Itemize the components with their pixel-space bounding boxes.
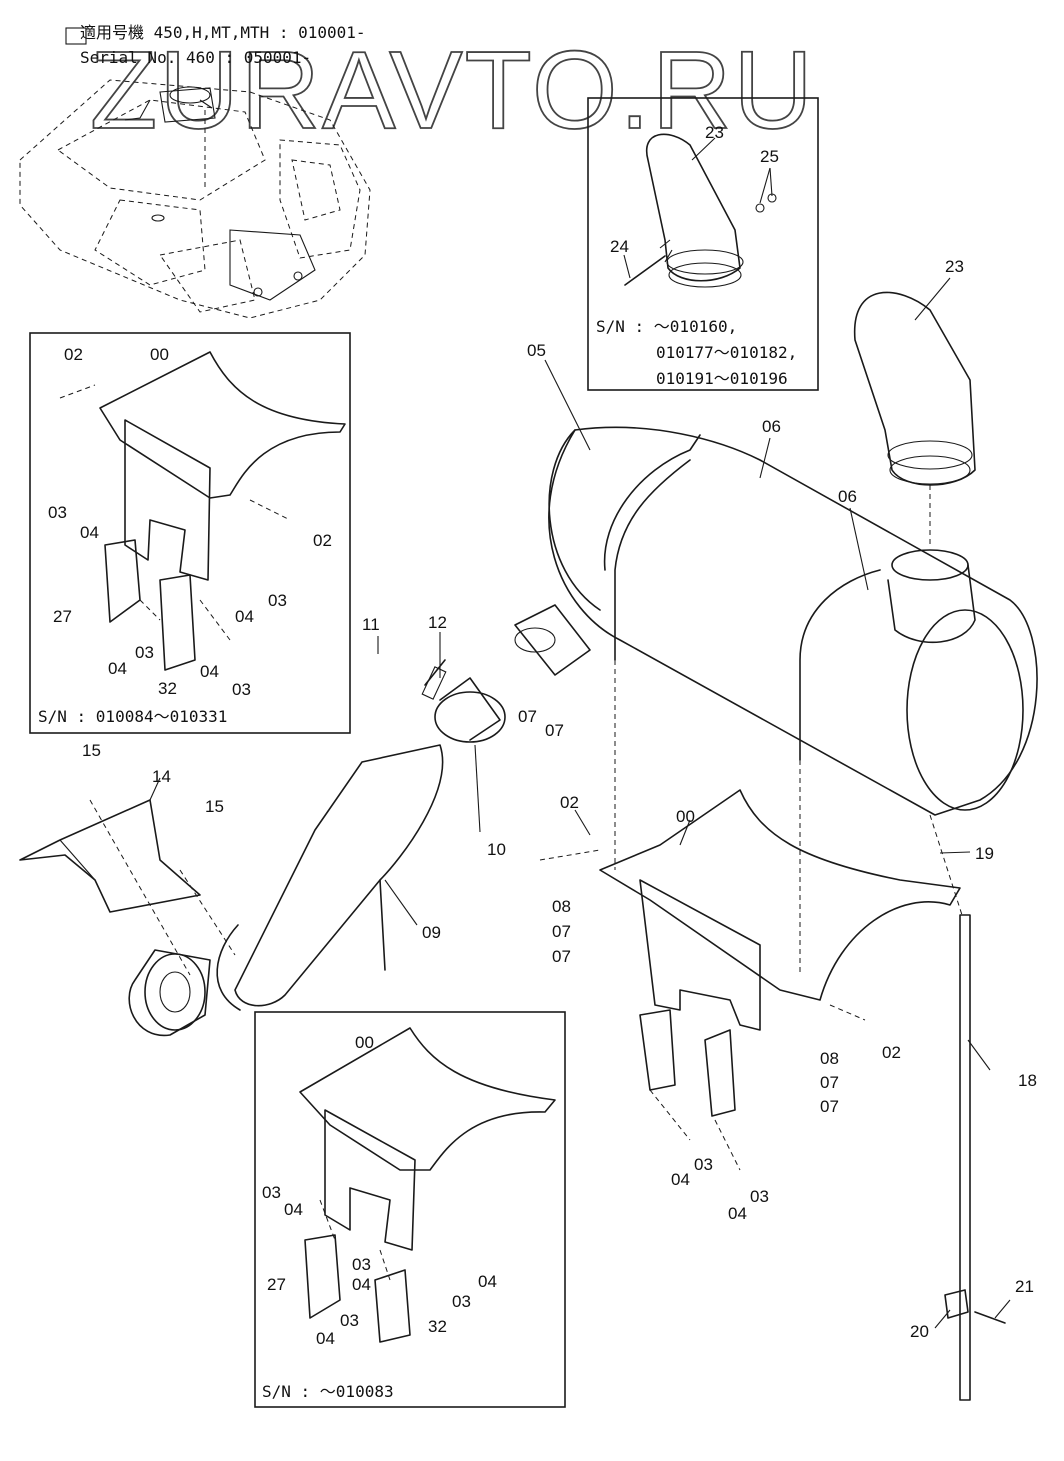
part-label: 27: [267, 1275, 286, 1294]
part-label: 04: [235, 607, 254, 626]
part-label: 04: [80, 523, 99, 542]
variant-box-top-right: [587, 97, 819, 391]
part-label: 04: [316, 1329, 335, 1348]
part-label: 03: [750, 1187, 769, 1206]
part-label: 08: [552, 897, 571, 916]
part-label: 20: [910, 1322, 929, 1341]
part-label: 03: [352, 1255, 371, 1274]
part-label: 07: [552, 922, 571, 941]
part-label: 03: [232, 680, 251, 699]
sn-left-upper: S/N : 010084～010331: [38, 707, 227, 726]
part-label: 02: [313, 531, 332, 550]
part-label: 00: [150, 345, 169, 364]
part-label: 07: [820, 1097, 839, 1116]
part-label: 03: [48, 503, 67, 522]
part-label: 27: [53, 607, 72, 626]
variant-box-left-upper: [29, 332, 351, 734]
drain-tube: [929, 814, 1006, 1401]
part-label: 06: [838, 487, 857, 506]
part-label: 04: [200, 662, 219, 681]
sn-top-right-1: S/N : ～010160,: [596, 317, 737, 336]
part-label: 15: [205, 797, 224, 816]
header-line2: Serial No. 460 : 050001-: [80, 48, 311, 67]
part-label: 23: [705, 123, 724, 142]
part-label: 00: [676, 807, 695, 826]
part-label: 08: [820, 1049, 839, 1068]
part-label: 07: [518, 707, 537, 726]
part-label: 18: [1018, 1071, 1037, 1090]
part-label: 03: [452, 1292, 471, 1311]
muffler-bracket-lower-variant: [299, 1027, 556, 1343]
sn-bottom: S/N : ～010083: [262, 1382, 394, 1401]
part-label: 03: [340, 1311, 359, 1330]
part-label: 04: [108, 659, 127, 678]
part-label: 07: [820, 1073, 839, 1092]
part-label: 15: [82, 741, 101, 760]
band-clamp-and-pipe: [128, 659, 506, 1037]
part-label: 03: [268, 591, 287, 610]
part-label: 04: [478, 1272, 497, 1291]
muffler-bracket-main: [539, 660, 961, 1171]
part-label: 00: [355, 1033, 374, 1052]
part-label: 11: [362, 615, 380, 634]
part-label: 32: [158, 679, 177, 698]
muffler-main: [514, 426, 1038, 816]
part-label: 21: [1015, 1277, 1034, 1296]
header-line1: 適用号機 450,H,MT,MTH : 010001-: [80, 23, 366, 42]
part-label: 32: [428, 1317, 447, 1336]
part-label: 10: [487, 840, 506, 859]
part-label: 09: [422, 923, 441, 942]
part-label: 04: [671, 1170, 690, 1189]
leader-lines: [149, 137, 1011, 1329]
part-label: 04: [728, 1204, 747, 1223]
part-label: 04: [352, 1275, 371, 1294]
part-label: 23: [945, 257, 964, 276]
header-stamp: [65, 27, 87, 45]
variant-box-bottom: [254, 1011, 566, 1408]
sn-top-right-3: 010191～010196: [656, 369, 788, 388]
part-label: 24: [610, 237, 629, 256]
machine-overview: [19, 79, 371, 319]
part-label: 12: [428, 613, 447, 632]
part-label: 06: [762, 417, 781, 436]
part-label: 05: [527, 341, 546, 360]
part-label: 02: [560, 793, 579, 812]
muffler-bracket-upper: [59, 351, 346, 671]
exhaust-tail-pipe-main: [853, 291, 976, 548]
part-label: 07: [552, 947, 571, 966]
part-label: 19: [975, 844, 994, 863]
sn-top-right-2: 010177～010182,: [656, 343, 797, 362]
exhaust-tail-pipe-small: [624, 133, 777, 288]
part-label: 03: [262, 1183, 281, 1202]
part-label: 02: [64, 345, 83, 364]
part-labels: 23 25 24 23 05 06 06 02 00 03 04 02 03 2…: [48, 123, 1037, 1348]
part-label: 14: [152, 767, 171, 786]
part-label: 04: [284, 1200, 303, 1219]
part-label: 07: [545, 721, 564, 740]
part-label: 03: [694, 1155, 713, 1174]
heat-shield: [19, 799, 236, 976]
part-label: 25: [760, 147, 779, 166]
part-label: 03: [135, 643, 154, 662]
part-label: 02: [882, 1043, 901, 1062]
